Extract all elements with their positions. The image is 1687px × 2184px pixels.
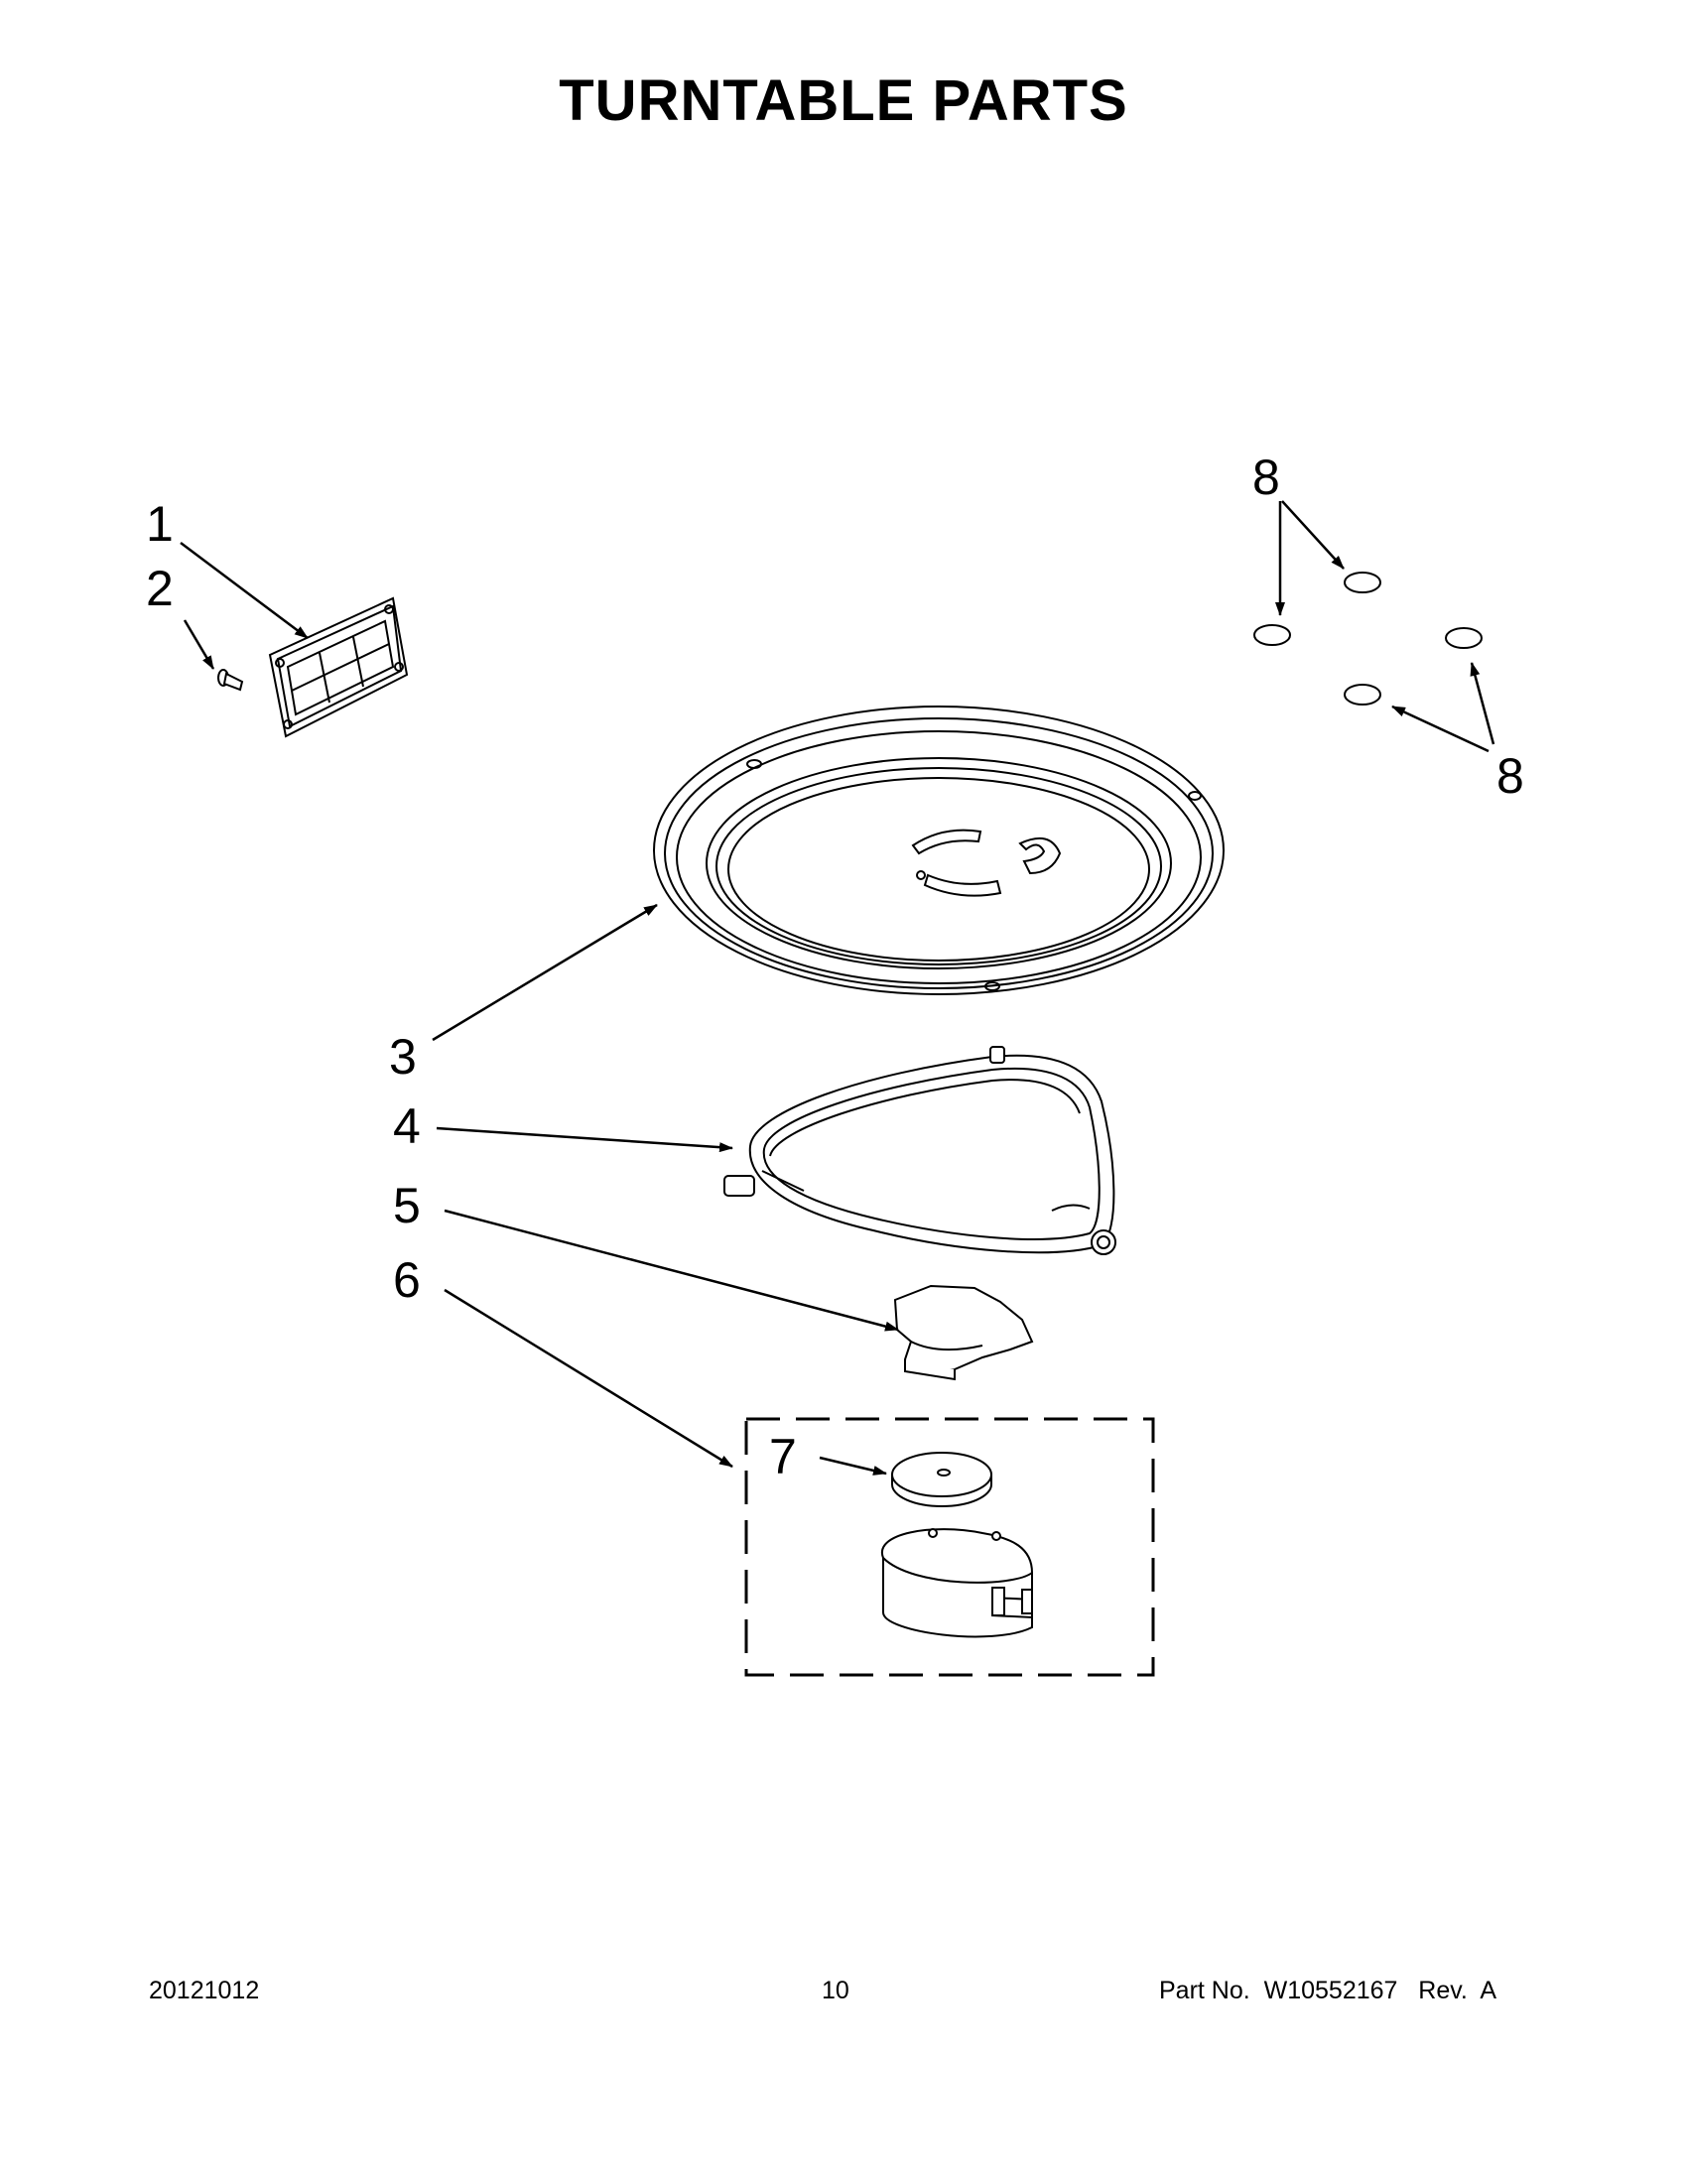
footer-part-label: Part No. — [1159, 1977, 1250, 2004]
footer-rev-label: Rev. — [1418, 1977, 1468, 2004]
part-5-coupler — [893, 1284, 1034, 1381]
callout-2: 2 — [146, 561, 174, 616]
part-7-cap-disc — [891, 1452, 992, 1507]
callout-6: 6 — [393, 1252, 421, 1308]
callout-1: 1 — [146, 496, 174, 552]
part-8-feet — [1253, 572, 1483, 706]
turntable-motor — [880, 1528, 1034, 1638]
part-4-roller-guide — [723, 1046, 1116, 1255]
footer-date-code: 20121012 — [149, 1977, 260, 2004]
callout-5: 5 — [393, 1178, 421, 1233]
callout-4: 4 — [393, 1098, 421, 1154]
part-2-screw — [217, 669, 244, 692]
footer-rev-value: A — [1480, 1977, 1497, 2004]
callout-7: 7 — [769, 1429, 797, 1484]
callout-8-top: 8 — [1252, 450, 1280, 505]
footer-part-info: Part No. W10552167 Rev. A — [1159, 1977, 1496, 2005]
part-3-turntable-tray — [653, 706, 1225, 995]
part-1-cover-panel — [268, 596, 409, 738]
page-title: TURNTABLE PARTS — [559, 68, 1128, 133]
callout-3: 3 — [389, 1029, 417, 1085]
leader-lines — [180, 500, 1495, 1476]
footer-page-number: 10 — [822, 1977, 849, 2004]
part-6-kit-box — [744, 1417, 1155, 1677]
callout-8-bottom: 8 — [1496, 748, 1524, 804]
footer-part-number: W10552167 — [1263, 1977, 1398, 2004]
